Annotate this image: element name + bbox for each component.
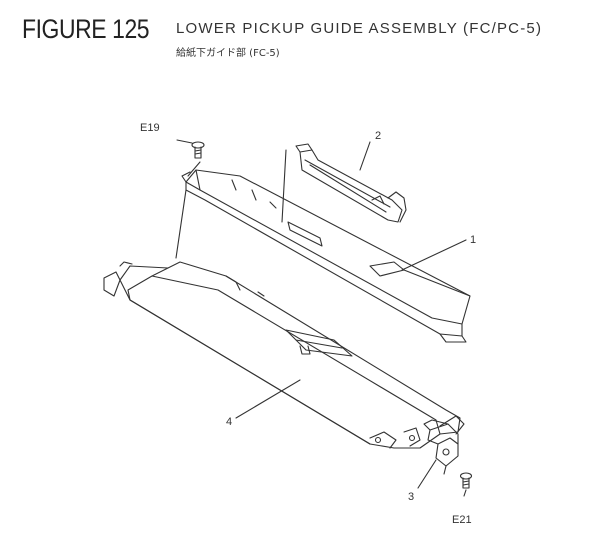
callout-e21: E21	[452, 514, 472, 526]
figure-label: FIGURE 125	[22, 14, 150, 44]
part-4-guide-plate	[103, 261, 465, 449]
part-1-guide-rail	[181, 169, 471, 343]
figure-title: LOWER PICKUP GUIDE ASSEMBLY (FC/PC-5)	[176, 20, 543, 37]
screw-e21-icon	[459, 472, 473, 489]
figure-subtitle: 給紙下ガイド部 (FC-5)	[176, 48, 280, 59]
callout-part-3: 3	[408, 491, 414, 503]
callout-e19: E19	[140, 122, 160, 134]
callout-part-2: 2	[375, 130, 381, 142]
part-2-guide-bar	[295, 143, 407, 223]
part-3-bracket	[423, 419, 459, 475]
callout-part-1: 1	[470, 234, 476, 246]
leader-lines	[175, 139, 467, 497]
screw-e19-icon	[191, 141, 205, 159]
callout-part-4: 4	[226, 416, 232, 428]
